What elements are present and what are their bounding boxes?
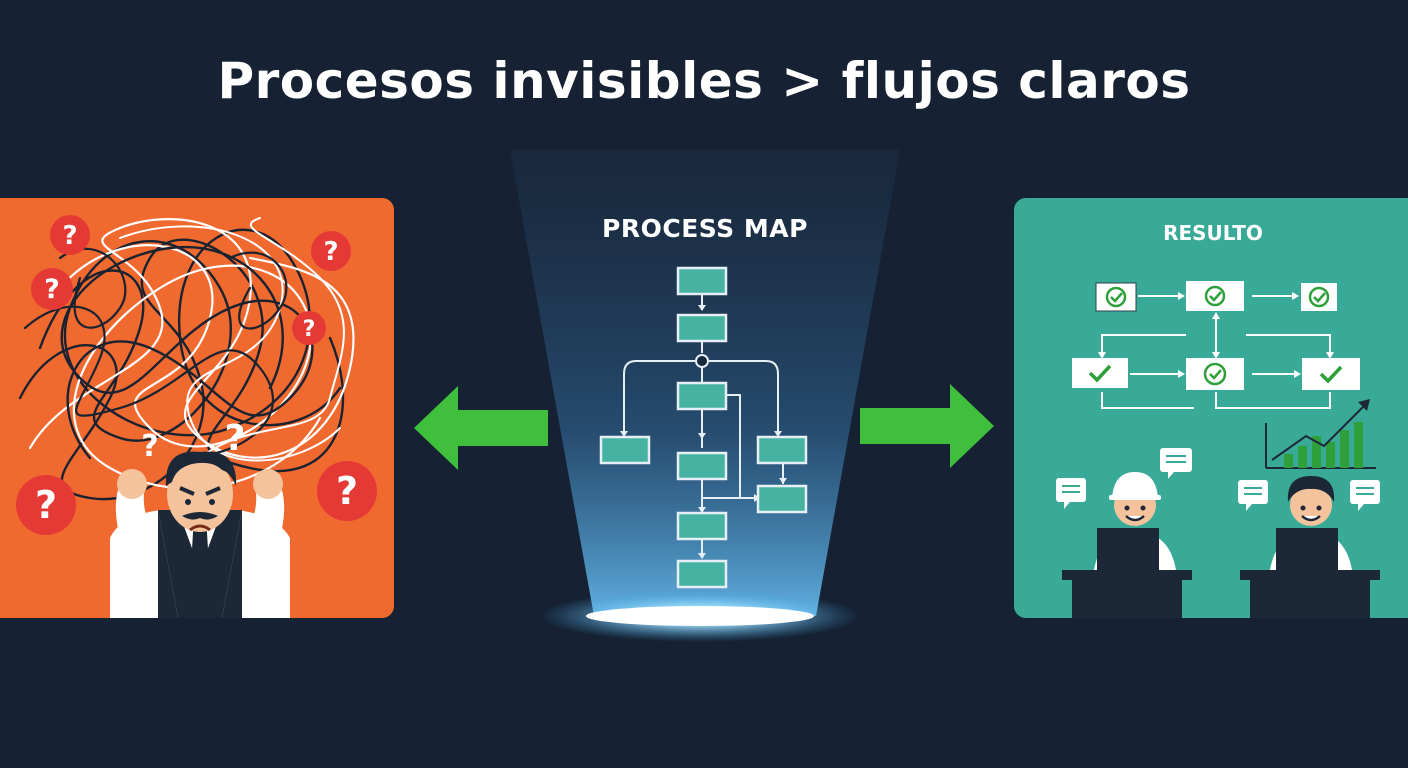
question-mark-icon: ?: [311, 231, 351, 271]
svg-text:?: ?: [336, 469, 358, 513]
process-map-diagram: [510, 150, 900, 642]
question-mark-icon: ?: [50, 215, 90, 255]
svg-text:?: ?: [35, 483, 57, 527]
tangled-lines: [18, 217, 355, 501]
left-arrow-icon: [414, 386, 548, 470]
page-title: Procesos invisibles > flujos claros: [217, 52, 1191, 110]
question-mark-icon: ?: [225, 418, 246, 459]
check-icon: [1072, 358, 1128, 388]
svg-text:?: ?: [323, 237, 338, 267]
chat-bubble-icon: [1056, 478, 1086, 509]
right-arrow-icon: [860, 384, 994, 468]
check-icon: [1302, 358, 1360, 390]
worker: [1240, 476, 1380, 618]
process-map-panel: [440, 150, 970, 650]
chat-bubble-icon: [1160, 448, 1192, 479]
check-icon: [1186, 358, 1244, 390]
stressed-person: [110, 451, 290, 618]
check-icon: [1186, 281, 1244, 311]
result-label: RESULTO: [1163, 221, 1263, 245]
question-mark-icon: ?: [317, 461, 377, 521]
svg-text:?: ?: [303, 317, 316, 342]
spotlight-base: [586, 606, 814, 626]
check-icon: [1301, 283, 1337, 311]
question-mark-icon: ?: [16, 475, 76, 535]
flow-boxes: [599, 266, 808, 589]
bar-chart-icon: [1265, 422, 1376, 469]
svg-text:?: ?: [62, 221, 77, 251]
question-badges: ? ? ? ? ? ? ? ?: [16, 215, 377, 535]
question-mark-icon: ?: [141, 429, 158, 464]
result-illustration: [1056, 281, 1380, 618]
decision-node: [695, 354, 709, 368]
worker-with-helmet: [1062, 472, 1192, 618]
chaos-illustration: ? ? ? ? ? ? ? ?: [16, 215, 377, 618]
chat-bubble-icon: [1350, 480, 1380, 511]
chaos-panel: ? ? ? ? ? ? ? ?: [0, 198, 394, 618]
result-panel: [1014, 198, 1408, 618]
question-mark-icon: ?: [292, 311, 326, 345]
trend-arrow-icon: [1271, 399, 1370, 461]
check-icon: [1095, 282, 1137, 312]
process-map-label: PROCESS MAP: [602, 214, 808, 243]
question-mark-icon: ?: [31, 268, 73, 310]
chat-bubble-icon: [1238, 480, 1268, 511]
svg-text:?: ?: [44, 274, 60, 305]
